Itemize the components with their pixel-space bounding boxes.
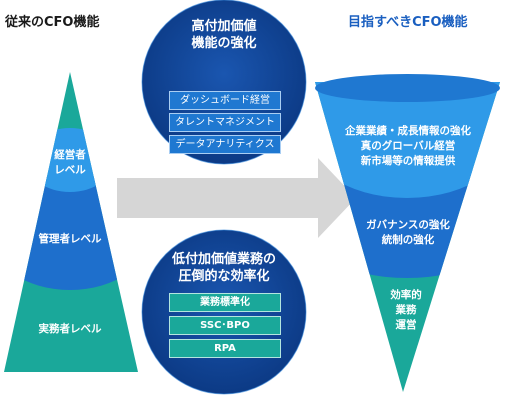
- right-level-operations-line1: 効率的: [390, 289, 422, 301]
- left-level-executive: 経営者 レベル: [54, 148, 86, 178]
- right-level-governance-line1: ガバナンスの強化: [366, 219, 450, 231]
- high-value-title-line2: 機能の強化: [191, 36, 257, 51]
- transition-arrow: [117, 158, 356, 238]
- ssc-bpo-box: SSC･BPO: [169, 316, 281, 335]
- right-level-governance-line2: 統制の強化: [381, 234, 435, 246]
- standardization-box: 業務標準化: [169, 293, 281, 312]
- efficiency-title-line2: 圧倒的な効率化: [178, 269, 270, 284]
- cone-top-rim: [315, 74, 500, 102]
- left-level-executive-line1: 経営者: [54, 149, 86, 161]
- dashboard-management-box: ダッシュボード経営: [169, 91, 281, 110]
- efficiency-title: 低付加価値業務の 圧倒的な効率化: [172, 251, 276, 285]
- right-level-strategy-line3: 新市場等の情報提供: [360, 155, 456, 167]
- right-level-strategy-line2: 真のグローバル経営: [360, 140, 456, 152]
- right-title: 目指すべきCFO機能: [348, 15, 468, 30]
- left-level-manager-line1: 管理者レベル: [38, 233, 102, 245]
- high-value-title: 高付加価値 機能の強化: [191, 18, 256, 52]
- efficiency-title-line1: 低付加価値業務の: [171, 252, 277, 267]
- high-value-title-line1: 高付加価値: [191, 19, 257, 34]
- left-title: 従来のCFO機能: [5, 15, 100, 30]
- talent-management-box: タレントマネジメント: [169, 113, 281, 132]
- right-level-governance: ガバナンスの強化 統制の強化: [366, 218, 450, 248]
- left-level-executive-line2: レベル: [54, 164, 86, 176]
- right-level-strategy-line1: 企業業績・成長情報の強化: [345, 125, 471, 137]
- left-level-practitioner: 実務者レベル: [39, 322, 102, 337]
- cone-top-tier: [315, 82, 500, 198]
- left-level-practitioner-line1: 実務者レベル: [38, 323, 102, 335]
- right-level-operations-line3: 運営: [395, 319, 417, 331]
- right-level-operations-line2: 業務: [395, 304, 417, 316]
- data-analytics-box: データアナリティクス: [169, 135, 281, 154]
- left-level-manager: 管理者レベル: [39, 232, 102, 247]
- right-level-operations: 効率的 業務 運営: [390, 288, 422, 333]
- rpa-box: RPA: [169, 339, 281, 358]
- right-level-strategy: 企業業績・成長情報の強化 真のグローバル経営 新市場等の情報提供: [345, 124, 471, 169]
